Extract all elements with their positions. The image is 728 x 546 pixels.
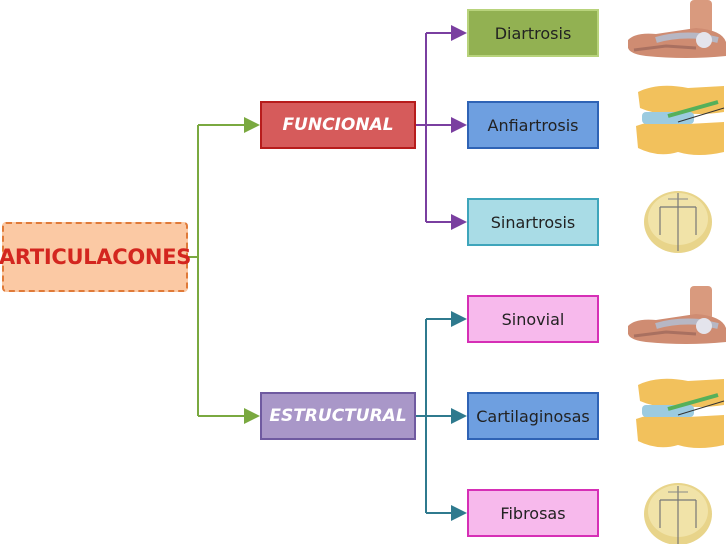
leaf-label: Diartrosis bbox=[494, 23, 572, 43]
leaf-node-cartilaginosas: Cartilaginosas bbox=[467, 392, 599, 440]
leaf-node-fibrosas: Fibrosas bbox=[467, 489, 599, 537]
skull-suture-illustration bbox=[644, 191, 712, 253]
category-node-estructural: ESTRUCTURAL bbox=[260, 392, 416, 440]
root-node: ARTICULACONES bbox=[0, 222, 192, 292]
ankle-joint-illustration bbox=[628, 0, 726, 58]
root-connector bbox=[188, 117, 260, 424]
leaf-node-sinartrosis: Sinartrosis bbox=[467, 198, 599, 246]
ankle-joint-illustration bbox=[628, 286, 726, 344]
category-node-funcional: FUNCIONAL bbox=[260, 101, 416, 149]
category-label: ESTRUCTURAL bbox=[269, 406, 407, 426]
leaf-label: Cartilaginosas bbox=[476, 406, 590, 426]
leaf-label: Sinartrosis bbox=[490, 212, 576, 232]
leaf-node-anfiartrosis: Anfiartrosis bbox=[467, 101, 599, 149]
leaf-label: Fibrosas bbox=[500, 503, 566, 523]
category-label: FUNCIONAL bbox=[282, 115, 394, 135]
leaf-label: Sinovial bbox=[501, 309, 565, 329]
vertebra-joint-illustration bbox=[636, 85, 725, 155]
root-label: ARTICULACONES bbox=[0, 245, 192, 269]
funcional-connector bbox=[416, 25, 467, 230]
leaf-node-diartrosis: Diartrosis bbox=[467, 9, 599, 57]
leaf-node-sinovial: Sinovial bbox=[467, 295, 599, 343]
vertebra-joint-illustration bbox=[636, 378, 725, 448]
skull-suture-illustration bbox=[644, 483, 712, 544]
leaf-label: Anfiartrosis bbox=[487, 115, 579, 135]
estructural-connector bbox=[416, 311, 467, 521]
